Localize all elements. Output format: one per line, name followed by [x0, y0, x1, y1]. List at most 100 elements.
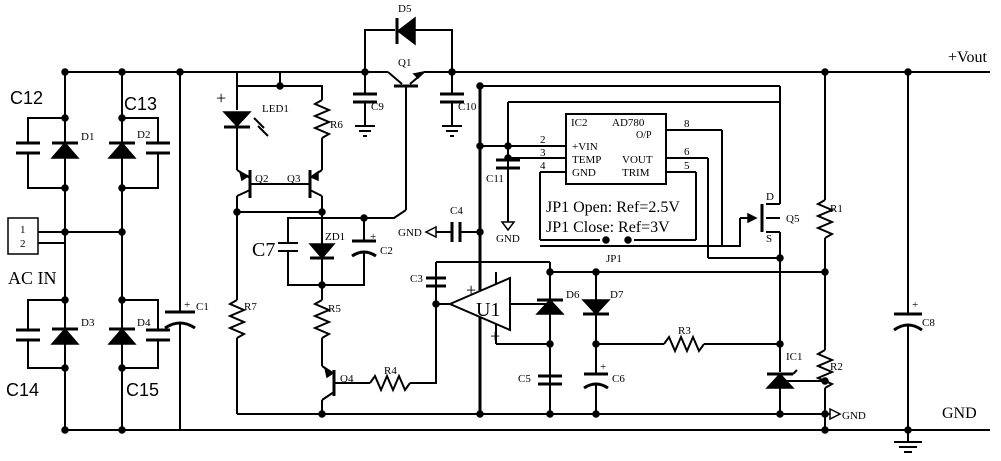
d1-diode [50, 141, 80, 159]
c14-capacitor [16, 299, 65, 369]
led1-indicator [222, 72, 269, 170]
ic2-ad780 [476, 85, 780, 414]
u1-plus-top: + [466, 280, 476, 300]
q5-d: D [766, 191, 774, 203]
c1-label: C1 [196, 301, 209, 313]
c8-capacitor [893, 68, 923, 434]
r7-resistor [227, 212, 825, 415]
q3-label: Q3 [287, 173, 301, 185]
ic2-pin2: 2 [540, 134, 546, 146]
q1-label: Q1 [398, 57, 411, 69]
d6-label: D6 [566, 289, 580, 301]
c2-label: C2 [380, 245, 393, 257]
r2-label: R2 [830, 361, 843, 373]
d7-diode [581, 272, 611, 344]
ac-input-connector [7, 217, 122, 255]
ic2-gnd-symbol [500, 221, 516, 232]
ic1-shunt-regulator [765, 340, 825, 418]
c13-capacitor [122, 117, 170, 189]
c1-capacitor [164, 68, 196, 430]
jp1-jumper [602, 236, 632, 244]
q2-transistor [236, 169, 270, 212]
c15-capacitor [122, 299, 170, 369]
c6-label: C6 [612, 373, 625, 385]
zd1-label: ZD1 [325, 231, 345, 243]
r5-label: R5 [328, 303, 341, 315]
c8-plus: + [912, 299, 918, 311]
r7-label: R7 [244, 301, 257, 313]
r1-label: R1 [830, 203, 843, 215]
ic2-temp: TEMP [572, 154, 601, 166]
ac-pin1: 1 [20, 224, 26, 236]
q1-transistor [364, 70, 455, 219]
d2-diode [107, 141, 137, 159]
c3-capacitor [426, 276, 446, 288]
u1-opamp [435, 261, 551, 345]
q5-mosfet [722, 86, 784, 344]
d7-label: D7 [610, 289, 624, 301]
d3-label: D3 [81, 317, 95, 329]
ac-in-label: AC IN [8, 268, 57, 288]
ic2-pin3: 3 [540, 147, 546, 159]
d1-label: D1 [81, 131, 94, 143]
c14-label: C14 [6, 380, 39, 400]
c4-gnd-label: GND [398, 227, 422, 239]
r2-gnd-arrow [825, 407, 842, 421]
ac-pin2: 2 [20, 238, 26, 250]
u1-plus-bottom: + [490, 326, 500, 346]
ic2-vout: VOUT [622, 154, 653, 166]
c9-label: C9 [371, 101, 384, 113]
c5-capacitor [538, 374, 562, 386]
r3-label: R3 [678, 325, 691, 337]
c7-zd1-c2-block [278, 212, 377, 300]
led1-label: LED1 [262, 103, 289, 115]
ic2-pin4: 4 [540, 160, 546, 172]
jp1-open-note: JP1 Open: Ref=2.5V [546, 199, 680, 216]
d5-label: D5 [398, 3, 412, 15]
c10-label: C10 [458, 101, 477, 113]
r2-gnd-label: GND [842, 410, 866, 422]
q2-label: Q2 [255, 173, 268, 185]
c12-capacitor [16, 117, 65, 189]
d4-label: D4 [137, 317, 151, 329]
ic2-pin8: 8 [684, 118, 690, 130]
c1-plus: + [184, 299, 190, 311]
r1-resistor [815, 68, 835, 350]
q5-label: Q5 [786, 213, 800, 225]
d4-diode [107, 327, 137, 345]
c4-label: C4 [450, 205, 463, 217]
ic2-gnd-label: GND [496, 233, 520, 245]
bridge-rectifier [50, 68, 137, 434]
ic2-pin6: 6 [684, 146, 690, 158]
ic2-gnd: GND [572, 167, 596, 179]
d3-diode [50, 327, 80, 345]
led1-plus: + [216, 88, 226, 108]
d2-label: D2 [137, 129, 150, 141]
q4-transistor [321, 365, 370, 414]
c11-capacitor [496, 158, 520, 170]
c8-label: C8 [922, 317, 935, 329]
c6-capacitor [583, 344, 609, 414]
r4-label: R4 [384, 365, 397, 377]
c4-capacitor [424, 222, 484, 242]
c2-plus: + [370, 231, 376, 243]
c3-label: C3 [410, 273, 423, 285]
ic2-label: IC2 [571, 117, 588, 129]
c11-label: C11 [486, 173, 504, 185]
r5-resistor [312, 299, 332, 366]
r2-resistor [815, 349, 835, 434]
c13-label: C13 [124, 94, 157, 114]
c6-plus: + [600, 361, 606, 373]
u1-label: U1 [476, 299, 500, 321]
ic2-part: AD780 [612, 117, 645, 129]
ic2-vin: +VIN [572, 141, 598, 153]
c15-label: C15 [126, 380, 159, 400]
d5-diode [364, 16, 453, 72]
gnd-rail-label: GND [942, 405, 977, 422]
r6-label: R6 [330, 119, 343, 131]
c12-label: C12 [10, 88, 43, 108]
q4-label: Q4 [340, 373, 354, 385]
jp1-close-note: JP1 Close: Ref=3V [546, 219, 670, 236]
